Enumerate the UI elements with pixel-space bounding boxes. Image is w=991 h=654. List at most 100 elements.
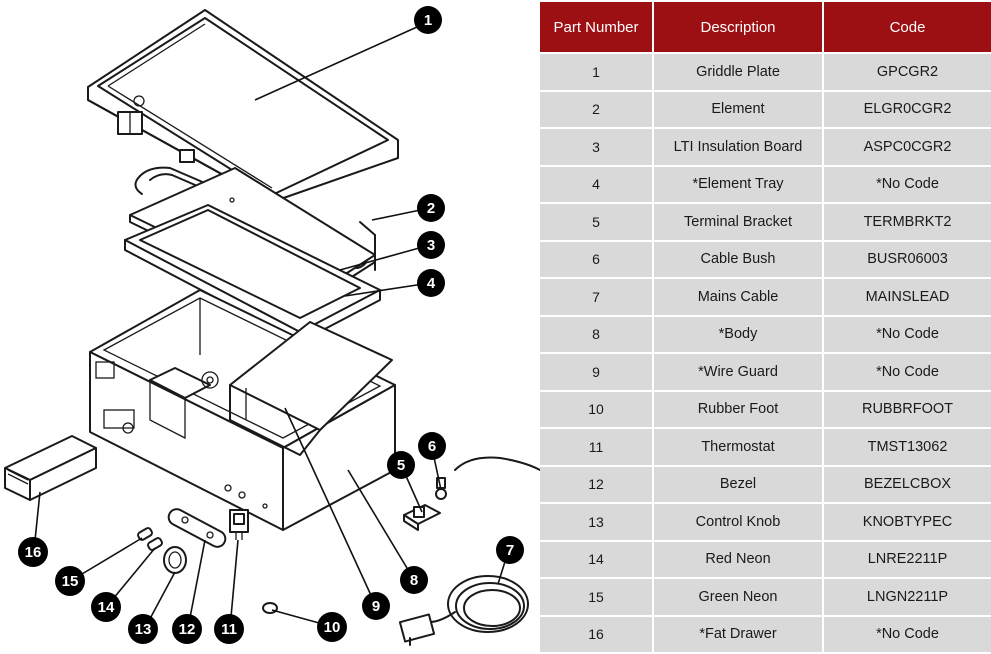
cell-description: Red Neon: [654, 541, 822, 577]
cell-code: BEZELCBOX: [824, 466, 991, 502]
callout-3: 3: [417, 231, 445, 259]
callout-6: 6: [418, 432, 446, 460]
neon-lamps-drawing: [137, 527, 163, 551]
cell-part-number: 8: [540, 316, 652, 352]
callout-10: 10: [317, 612, 347, 642]
cell-code: TMST13062: [824, 429, 991, 465]
cell-part-number: 7: [540, 279, 652, 315]
callout-1: 1: [414, 6, 442, 34]
cell-code: LNRE2211P: [824, 541, 991, 577]
cell-code: LNGN2211P: [824, 579, 991, 615]
header-description: Description: [654, 2, 822, 52]
callout-16: 16: [18, 537, 48, 567]
cell-part-number: 16: [540, 616, 652, 652]
cell-code: ELGR0CGR2: [824, 91, 991, 127]
exploded-parts-diagram: 1 2 3 4 5 6 7 8 9 10 11 12 13 14 15 16: [4, 6, 540, 646]
cell-part-number: 6: [540, 241, 652, 277]
thermostat-drawing: [229, 509, 249, 540]
callout-7: 7: [496, 536, 524, 564]
cell-description: *Element Tray: [654, 166, 822, 202]
svg-text:8: 8: [410, 572, 418, 589]
svg-text:11: 11: [221, 621, 237, 638]
cell-description: Bezel: [654, 466, 822, 502]
cell-code: *No Code: [824, 616, 991, 652]
cell-code: RUBBRFOOT: [824, 391, 991, 427]
body-drawing: [89, 289, 396, 531]
cell-description: Cable Bush: [654, 241, 822, 277]
cell-part-number: 11: [540, 429, 652, 465]
callout-4: 4: [417, 269, 445, 297]
svg-text:13: 13: [135, 621, 152, 638]
cell-part-number: 3: [540, 129, 652, 165]
cell-description: Element: [654, 91, 822, 127]
svg-text:9: 9: [372, 598, 380, 615]
cell-part-number: 4: [540, 166, 652, 202]
cell-description: *Fat Drawer: [654, 616, 822, 652]
svg-text:7: 7: [506, 542, 514, 559]
cell-part-number: 1: [540, 54, 652, 90]
cell-code: KNOBTYPEC: [824, 504, 991, 540]
cell-code: GPCGR2: [824, 54, 991, 90]
callout-14: 14: [91, 592, 121, 622]
cell-part-number: 5: [540, 204, 652, 240]
griddle-plate-drawing: [87, 9, 399, 203]
svg-text:15: 15: [62, 573, 79, 590]
cell-description: Terminal Bracket: [654, 204, 822, 240]
cell-part-number: 9: [540, 354, 652, 390]
table-header-row: Part Number Description Code: [540, 2, 991, 52]
cell-part-number: 14: [540, 541, 652, 577]
cell-code: *No Code: [824, 166, 991, 202]
cell-description: Mains Cable: [654, 279, 822, 315]
svg-text:2: 2: [427, 200, 435, 217]
table-row: 8*Body*No Code: [540, 316, 991, 352]
fat-drawer-drawing: [4, 435, 97, 501]
control-knob-drawing: [163, 546, 187, 574]
cell-code: TERMBRKT2: [824, 204, 991, 240]
header-code: Code: [824, 2, 991, 52]
cell-part-number: 2: [540, 91, 652, 127]
cell-description: *Body: [654, 316, 822, 352]
cell-part-number: 13: [540, 504, 652, 540]
cell-description: Control Knob: [654, 504, 822, 540]
cell-description: Griddle Plate: [654, 54, 822, 90]
cell-description: Rubber Foot: [654, 391, 822, 427]
header-part-number: Part Number: [540, 2, 652, 52]
callout-5: 5: [387, 451, 415, 479]
svg-text:4: 4: [427, 275, 436, 292]
svg-text:16: 16: [25, 544, 42, 561]
cell-description: *Wire Guard: [654, 354, 822, 390]
callout-11: 11: [214, 614, 244, 644]
wire-guard-drawing: [229, 321, 393, 456]
table-row: 9*Wire Guard*No Code: [540, 354, 991, 390]
table-row: 16*Fat Drawer*No Code: [540, 616, 991, 652]
cell-code: *No Code: [824, 354, 991, 390]
cell-part-number: 10: [540, 391, 652, 427]
terminal-bracket-drawing: [403, 504, 441, 531]
svg-text:3: 3: [427, 237, 435, 254]
cell-part-number: 12: [540, 466, 652, 502]
cell-description: Thermostat: [654, 429, 822, 465]
callout-9: 9: [362, 592, 390, 620]
cell-code: BUSR06003: [824, 241, 991, 277]
svg-text:6: 6: [428, 438, 436, 455]
svg-text:14: 14: [98, 599, 115, 616]
cell-description: LTI Insulation Board: [654, 129, 822, 165]
cell-code: ASPC0CGR2: [824, 129, 991, 165]
cell-code: *No Code: [824, 316, 991, 352]
callout-15: 15: [55, 566, 85, 596]
callout-2: 2: [417, 194, 445, 222]
mains-cable-drawing: [398, 456, 540, 646]
